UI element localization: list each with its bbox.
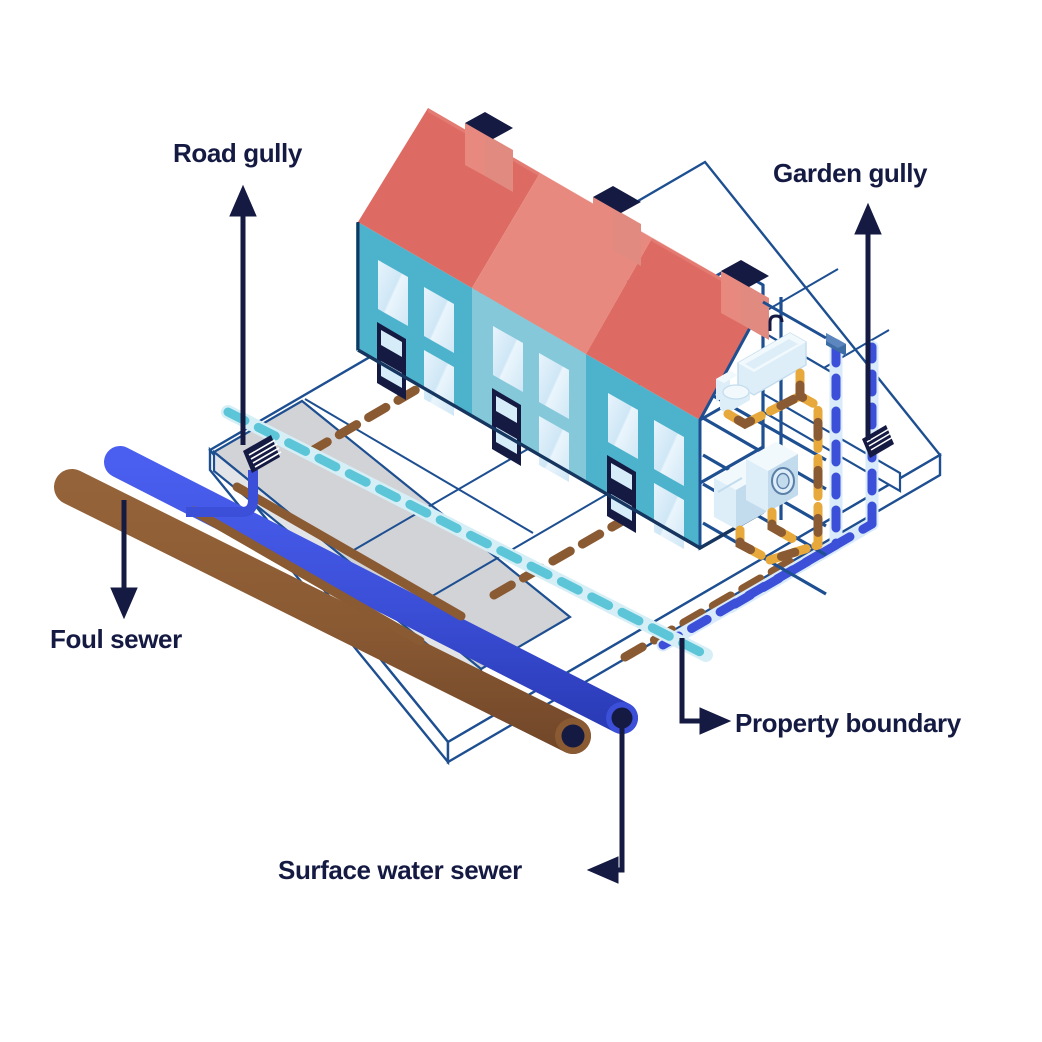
window-upper-6 xyxy=(654,420,684,486)
rainwater-downpipe xyxy=(826,333,846,356)
road-gully-leader xyxy=(229,184,257,445)
division-line-1 xyxy=(304,398,534,534)
window-upper-2 xyxy=(424,287,454,353)
property-boundary-dash xyxy=(223,407,711,660)
foul-connector-road xyxy=(189,482,466,646)
washing-machine xyxy=(746,442,798,512)
toilet xyxy=(716,371,750,414)
foul-sewer-leader xyxy=(110,500,138,620)
chimney-2 xyxy=(593,186,641,266)
window-upper-4 xyxy=(539,353,569,419)
label-foul-sewer: Foul sewer xyxy=(50,624,182,654)
lower-openings xyxy=(377,322,684,549)
label-surface-water-sewer: Surface water sewer xyxy=(278,855,522,885)
bath-tap xyxy=(768,314,784,331)
window-upper-1 xyxy=(378,260,408,326)
gutter-line xyxy=(762,300,827,340)
road-gully-grate xyxy=(243,435,280,473)
chimney-3-cap xyxy=(721,260,769,287)
foul-sewer-pipe xyxy=(54,469,591,754)
surface-water-drain-runs xyxy=(656,338,879,652)
roof-front-slope-3 xyxy=(586,238,764,420)
label-road-gully: Road gully xyxy=(173,138,302,168)
terraced-house xyxy=(356,108,846,596)
chimney-1-cap xyxy=(465,112,513,139)
chimney-2-cap xyxy=(593,186,641,213)
soil-pipe-dark-segments xyxy=(723,368,823,565)
surface-water-leader xyxy=(586,722,625,884)
road-gully-connector xyxy=(186,470,258,517)
surface-drain-run-lower xyxy=(725,540,841,612)
garden-gully-leader xyxy=(854,202,882,440)
garden-gully xyxy=(862,425,894,458)
label-property-boundary: Property boundary xyxy=(735,708,961,738)
upper-windows xyxy=(378,260,684,486)
window-upper-5 xyxy=(608,393,638,459)
chimney-3 xyxy=(721,260,769,340)
window-upper-3 xyxy=(493,326,523,392)
property-boundary-leader xyxy=(679,638,732,735)
label-garden-gully: Garden gully xyxy=(773,158,928,188)
window-lower-2 xyxy=(539,416,569,482)
road-gully xyxy=(186,435,282,517)
chimney-1 xyxy=(465,112,513,192)
property-boundary-line xyxy=(221,405,713,662)
upper-floor-line xyxy=(699,445,764,485)
foul-drain-run-house xyxy=(620,551,805,662)
surface-water-sewer-pipe xyxy=(104,446,638,734)
leader-lines xyxy=(110,184,882,884)
